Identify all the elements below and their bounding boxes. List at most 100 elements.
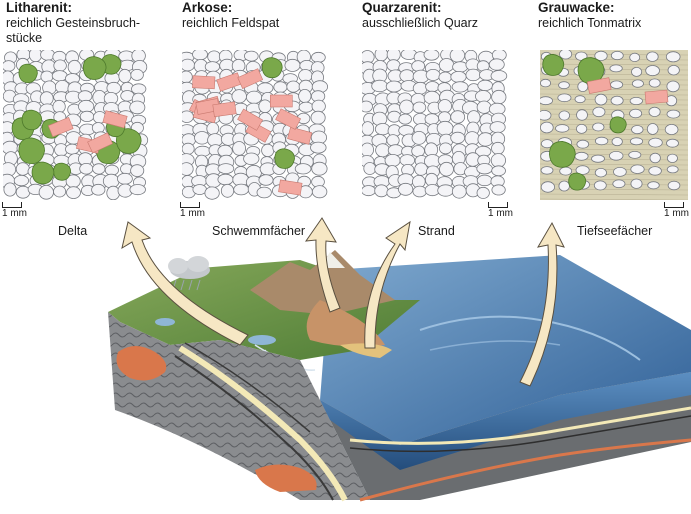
scale-bar: 1 mm bbox=[664, 202, 691, 219]
quartz-grain bbox=[667, 180, 681, 191]
panel-title: Quarzarenit: bbox=[362, 0, 442, 15]
quartz-grain bbox=[411, 131, 427, 145]
thin-section-quartz-arenite bbox=[362, 50, 508, 199]
quartz-grain bbox=[629, 52, 641, 62]
panel-subtitle-line1: ausschließlich Quarz bbox=[362, 16, 479, 30]
scale-bar: 1 mm bbox=[488, 202, 528, 219]
arrow-deep-sea-fan bbox=[519, 221, 565, 387]
environment-label-delta: Delta bbox=[58, 224, 88, 238]
quartz-grain bbox=[666, 109, 681, 119]
arrow-delta bbox=[121, 221, 249, 346]
quartz-grain bbox=[612, 179, 626, 189]
quartz-grain bbox=[450, 110, 466, 124]
quartz-grain bbox=[666, 80, 680, 93]
rock-fragment bbox=[542, 54, 565, 76]
feldspar-grain bbox=[237, 108, 264, 131]
quartz-grain bbox=[631, 125, 644, 135]
quartz-grain bbox=[540, 121, 554, 134]
arrow-alluvial-fan bbox=[304, 217, 341, 313]
quartz-grain bbox=[559, 50, 573, 60]
quartz-grain bbox=[645, 65, 660, 77]
feldspar-grain bbox=[287, 126, 313, 145]
rock-fragment bbox=[53, 162, 72, 181]
feldspar-grain bbox=[102, 110, 128, 129]
quartz-grain bbox=[256, 186, 272, 199]
scale-bar: 1 mm bbox=[2, 202, 152, 219]
quartz-grain bbox=[610, 50, 624, 61]
quartz-grain bbox=[439, 142, 453, 155]
rock-fragment bbox=[18, 137, 45, 165]
rock-fragment bbox=[261, 57, 283, 79]
quartz-grain bbox=[476, 186, 490, 199]
quartz-grain bbox=[591, 154, 605, 163]
rock-fragment bbox=[18, 63, 38, 84]
quartz-grain bbox=[610, 95, 624, 106]
quartz-grain bbox=[576, 139, 590, 149]
quartz-grain bbox=[13, 175, 29, 187]
quartz-grain bbox=[439, 161, 454, 177]
quartz-grain bbox=[609, 64, 623, 73]
feldspar-grain bbox=[644, 89, 669, 105]
quartz-grain bbox=[665, 51, 681, 63]
thin-section-greywacke bbox=[540, 50, 688, 200]
rock-fragment bbox=[568, 172, 587, 191]
quartz-grain bbox=[66, 186, 81, 199]
rock-fragment bbox=[21, 109, 43, 131]
feldspar-grain bbox=[275, 108, 302, 130]
scale-label: 1 mm bbox=[180, 208, 205, 219]
quartz-grain bbox=[592, 122, 605, 132]
quartz-grain bbox=[646, 123, 659, 135]
quartz-grain bbox=[311, 161, 328, 176]
quartz-grain bbox=[594, 50, 608, 61]
feldspar-grain bbox=[237, 68, 264, 89]
quartz-grain bbox=[555, 124, 570, 133]
quartz-grain bbox=[664, 124, 679, 136]
panel-title: Litharenit: bbox=[6, 0, 72, 15]
quartz-grain bbox=[423, 50, 440, 61]
quartz-grain bbox=[311, 185, 328, 199]
quartz-grain bbox=[540, 181, 555, 193]
quartz-grain bbox=[592, 106, 606, 118]
quartz-grain bbox=[540, 166, 554, 175]
quartz-grain bbox=[362, 100, 373, 113]
quartz-grain bbox=[575, 124, 588, 134]
quartz-grain bbox=[648, 137, 663, 148]
quartz-grain bbox=[540, 110, 552, 121]
thin-section-litharenite bbox=[3, 50, 149, 200]
quartz-grain bbox=[613, 167, 627, 177]
panel-greywacke: Grauwacke: reichlich Tonmatrix bbox=[538, 0, 691, 31]
block-side-left bbox=[108, 312, 370, 500]
feldspar-grain bbox=[270, 94, 293, 108]
quartz-grain bbox=[490, 70, 508, 82]
quartz-grain bbox=[575, 165, 590, 175]
quartz-grain bbox=[667, 65, 680, 76]
quartz-grain bbox=[130, 164, 145, 177]
quartz-grain bbox=[540, 96, 553, 106]
quartz-grain bbox=[630, 164, 645, 174]
quartz-grain bbox=[540, 139, 554, 149]
quartz-grain bbox=[608, 151, 624, 161]
rock-fragment bbox=[31, 161, 55, 185]
rock-fragment bbox=[82, 56, 107, 80]
quartz-grain bbox=[648, 78, 661, 88]
quartz-grain bbox=[629, 137, 644, 146]
quartz-grain bbox=[631, 79, 644, 88]
quartz-grain bbox=[540, 78, 551, 88]
quartz-grain bbox=[53, 185, 67, 198]
quartz-grain bbox=[594, 136, 609, 146]
panel-subtitle-line1: reichlich Feldspat bbox=[182, 16, 280, 30]
quartz-grain bbox=[204, 186, 220, 200]
quartz-grain bbox=[646, 51, 659, 62]
feldspar-grain bbox=[87, 132, 114, 154]
rock-fragment bbox=[577, 57, 605, 84]
environment-label-beach: Strand bbox=[418, 224, 455, 238]
quartz-grain bbox=[3, 182, 17, 197]
quartz-grain bbox=[666, 138, 679, 148]
rock-fragment bbox=[274, 148, 295, 169]
environment-label-alluvial-fan: Schwemmfächer bbox=[212, 224, 306, 238]
panel-subtitle-line1: reichlich Tonmatrix bbox=[538, 16, 642, 30]
quartz-grain bbox=[631, 66, 643, 77]
quartz-grain bbox=[558, 81, 570, 90]
rock-fragment bbox=[549, 141, 576, 168]
